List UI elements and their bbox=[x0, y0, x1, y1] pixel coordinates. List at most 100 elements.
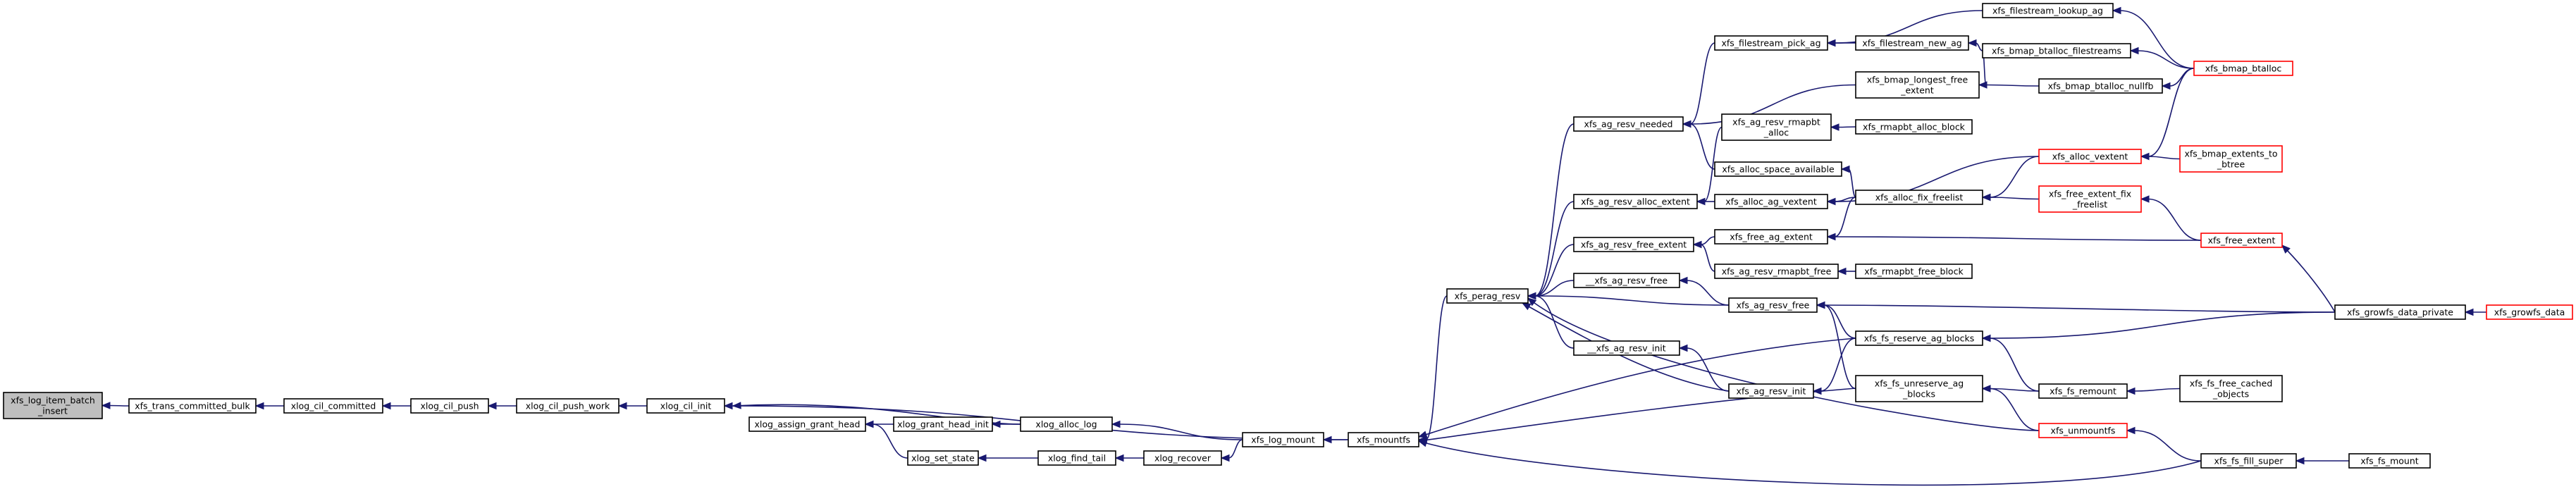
function-node-fe[interactable]: xfs_free_extent bbox=[2200, 233, 2283, 248]
call-edge-av-to-afl bbox=[1981, 156, 2040, 202]
function-node-xcc[interactable]: xlog_cil_committed bbox=[283, 398, 383, 414]
call-edge-bbf-to-fna bbox=[1967, 39, 1983, 51]
arrowhead bbox=[1826, 39, 1836, 47]
function-node-xal[interactable]: xlog_alloc_log bbox=[1020, 416, 1113, 432]
function-node-blfe[interactable]: xfs_bmap_longest_free_extent bbox=[1855, 71, 1980, 99]
node-box bbox=[1242, 432, 1324, 447]
call-edge-gdp-to-frab bbox=[1981, 311, 2336, 342]
node-box bbox=[1573, 340, 1680, 356]
function-node-fpa[interactable]: xfs_filestream_pick_ag bbox=[1714, 35, 1828, 51]
function-node-xcp[interactable]: xlog_cil_push bbox=[410, 398, 489, 414]
function-node-root[interactable]: xfs_log_item_batch_insert bbox=[3, 392, 103, 419]
function-node-pres[interactable]: xfs_perag_resv bbox=[1446, 288, 1529, 304]
function-node-bet[interactable]: xfs_bmap_extents_to_btree bbox=[2179, 145, 2283, 173]
function-node-unm[interactable]: xfs_unmountfs bbox=[2038, 423, 2128, 438]
function-node-afl[interactable]: xfs_alloc_fix_freelist bbox=[1855, 190, 1983, 205]
function-node-fm[interactable]: xfs_fs_mount bbox=[2348, 453, 2431, 469]
arrowhead bbox=[1114, 454, 1124, 462]
call-edge-arf-to-_arf bbox=[1678, 276, 1730, 306]
function-node-_arf[interactable]: __xfs_ag_resv_free bbox=[1573, 273, 1680, 288]
function-node-xghi[interactable]: xlog_grant_head_init bbox=[893, 416, 993, 432]
function-node-asa[interactable]: xfs_alloc_space_available bbox=[1714, 161, 1842, 177]
node-label: xfs_ag_resv_rmapbt_free bbox=[1722, 266, 1832, 277]
function-node-fae[interactable]: xfs_free_ag_extent bbox=[1714, 229, 1828, 245]
node-label: xfs_growfs_data bbox=[2494, 307, 2565, 318]
function-node-_ari[interactable]: __xfs_ag_resv_init bbox=[1573, 340, 1680, 356]
function-node-rfb[interactable]: xfs_rmapbt_free_block bbox=[1855, 264, 1973, 279]
node-label: xlog_find_tail bbox=[1048, 453, 1106, 464]
function-node-xft[interactable]: xlog_find_tail bbox=[1037, 450, 1116, 466]
node-label: xfs_free_extent_fix bbox=[2049, 189, 2131, 199]
function-node-bba[interactable]: xfs_bmap_btalloc bbox=[2193, 61, 2293, 76]
node-box bbox=[2348, 453, 2431, 469]
function-node-ari[interactable]: xfs_ag_resv_init bbox=[1728, 383, 1814, 399]
node-box bbox=[1855, 264, 1973, 279]
arrowhead bbox=[1678, 344, 1688, 352]
function-node-aav[interactable]: xfs_alloc_ag_vextent bbox=[1714, 194, 1828, 209]
node-box bbox=[748, 416, 866, 432]
function-node-ffco[interactable]: xfs_fs_free_cached_objects bbox=[2179, 375, 2283, 402]
node-label: xfs_log_mount bbox=[1251, 435, 1315, 445]
node-label: xfs_ag_resv_free_extent bbox=[1581, 240, 1687, 250]
arrowhead bbox=[723, 402, 733, 410]
call-edge-gdp-to-arf bbox=[1816, 301, 2336, 313]
node-label: xlog_alloc_log bbox=[1035, 419, 1097, 430]
call-edge-gd-to-gdp bbox=[2464, 308, 2486, 316]
function-node-xagh[interactable]: xlog_assign_grant_head bbox=[748, 416, 866, 432]
function-node-xlm[interactable]: xfs_log_mount bbox=[1242, 432, 1324, 447]
node-label: xlog_set_state bbox=[911, 453, 975, 464]
call-edge-bba-to-fla bbox=[2112, 6, 2195, 69]
function-node-ffs[interactable]: xfs_fs_fill_super bbox=[2200, 453, 2297, 469]
node-box bbox=[1573, 237, 1694, 252]
arrowhead bbox=[991, 420, 1001, 428]
function-node-av[interactable]: xfs_alloc_vextent bbox=[2038, 149, 2142, 164]
arrowhead bbox=[1682, 120, 1691, 128]
call-edge-arn-to-pres bbox=[1527, 123, 1574, 300]
function-node-arrf[interactable]: xfs_ag_resv_rmapbt_free bbox=[1714, 264, 1839, 279]
function-node-arf[interactable]: xfs_ag_resv_free bbox=[1728, 297, 1818, 313]
node-label: xfs_perag_resv bbox=[1455, 291, 1521, 302]
function-node-xci[interactable]: xlog_cil_init bbox=[646, 398, 725, 414]
function-node-bbn[interactable]: xfs_bmap_btalloc_nullfb bbox=[2038, 78, 2163, 94]
function-node-arae[interactable]: xfs_ag_resv_alloc_extent bbox=[1573, 194, 1698, 209]
function-node-frab[interactable]: xfs_fs_reserve_ag_blocks bbox=[1855, 330, 1983, 346]
node-label: xfs_fs_mount bbox=[2360, 456, 2418, 466]
function-node-xrec[interactable]: xlog_recover bbox=[1143, 450, 1222, 466]
node-box bbox=[2193, 61, 2293, 76]
function-node-fsr[interactable]: xfs_fs_remount bbox=[2038, 383, 2128, 399]
call-edge-ari-to-_ari bbox=[1678, 344, 1730, 392]
node-box bbox=[2038, 185, 2142, 213]
function-node-arn[interactable]: xfs_ag_resv_needed bbox=[1573, 116, 1684, 132]
function-node-arra[interactable]: xfs_ag_resv_rmapbt_alloc bbox=[1721, 113, 1832, 141]
call-edge-fe-to-fae bbox=[1826, 233, 2202, 241]
function-node-gdp[interactable]: xfs_growfs_data_private bbox=[2334, 304, 2466, 320]
function-node-gd[interactable]: xfs_growfs_data bbox=[2486, 304, 2573, 320]
node-label: xfs_growfs_data_private bbox=[2347, 307, 2453, 318]
function-node-xmfs[interactable]: xfs_mountfs bbox=[1348, 432, 1419, 447]
function-node-xcpw[interactable]: xlog_cil_push_work bbox=[516, 398, 620, 414]
call-edge-ffs-to-unm bbox=[2126, 426, 2202, 462]
function-node-fla[interactable]: xfs_filestream_lookup_ag bbox=[1982, 3, 2114, 18]
function-node-fna[interactable]: xfs_filestream_new_ag bbox=[1855, 35, 1969, 51]
arrowhead bbox=[1830, 123, 1839, 131]
function-node-rab[interactable]: xfs_rmapbt_alloc_block bbox=[1855, 119, 1973, 135]
function-node-fuab[interactable]: xfs_fs_unreserve_ag_blocks bbox=[1855, 375, 1983, 402]
function-node-xss[interactable]: xlog_set_state bbox=[907, 450, 979, 466]
node-label: xfs_bmap_btalloc_filestreams bbox=[1992, 46, 2121, 56]
node-box bbox=[1446, 288, 1529, 304]
node-box bbox=[893, 416, 993, 432]
function-node-fefl[interactable]: xfs_free_extent_fix_freelist bbox=[2038, 185, 2142, 213]
arrowhead bbox=[2161, 82, 2171, 90]
node-label: xlog_cil_push_work bbox=[526, 401, 610, 412]
node-label: xfs_unmountfs bbox=[2051, 426, 2116, 436]
function-node-tcb[interactable]: xfs_trans_committed_bulk bbox=[128, 398, 257, 414]
function-node-bbf[interactable]: xfs_bmap_btalloc_filestreams bbox=[1982, 43, 2131, 58]
call-edge-fe-to-fefl bbox=[2140, 195, 2202, 241]
call-edge-ffs-to-xmfs bbox=[1417, 440, 2202, 486]
call-edges bbox=[101, 6, 2486, 486]
node-label: xlog_cil_committed bbox=[291, 401, 376, 412]
call-edge-xcpw-to-xcp bbox=[487, 402, 517, 410]
node-label: xfs_fs_free_cached bbox=[2190, 378, 2273, 389]
function-node-arfe[interactable]: xfs_ag_resv_free_extent bbox=[1573, 237, 1694, 252]
arrowhead bbox=[1837, 267, 1847, 276]
